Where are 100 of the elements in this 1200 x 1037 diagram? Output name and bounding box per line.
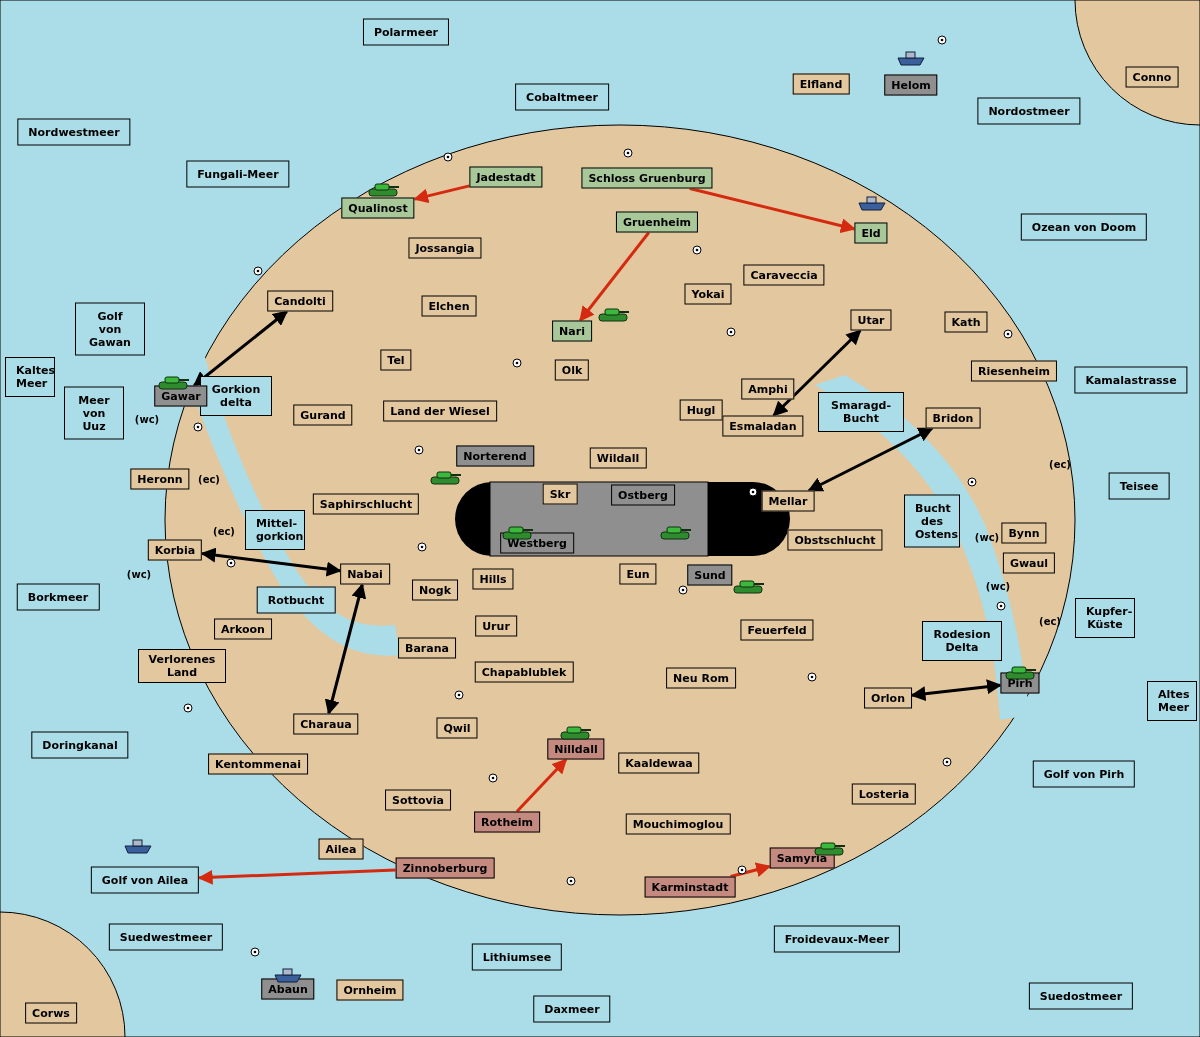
arrow xyxy=(193,310,288,387)
land-region: Esmaladan xyxy=(722,415,804,437)
coast-label: (ec) xyxy=(198,473,220,485)
arrow xyxy=(200,547,342,577)
land-region: Sottovia xyxy=(385,789,451,811)
sea-region: Kaltes Meer xyxy=(5,357,55,397)
coast-label: (wc) xyxy=(985,580,1011,592)
land-region: Jossangia xyxy=(408,237,482,259)
arrow xyxy=(515,758,568,813)
sea-region: Bucht des Ostens xyxy=(904,494,960,548)
land-region: Gruenheim xyxy=(615,211,699,233)
land-region: Hugl xyxy=(679,399,723,421)
land-region: Kath xyxy=(944,311,988,333)
land-region: Bridon xyxy=(925,407,981,429)
land-region: Losteria xyxy=(851,783,917,805)
land-region: Gwaul xyxy=(1002,552,1056,574)
land-region: Korbia xyxy=(147,539,203,561)
arrow xyxy=(689,187,856,233)
land-region: Ornheim xyxy=(336,979,404,1001)
sea-region: Fungali-Meer xyxy=(186,160,290,188)
land-region: Chapablublek xyxy=(474,661,574,683)
land-region: Qualinost xyxy=(341,197,415,219)
land-region: Riesenheim xyxy=(970,360,1058,382)
land-region: Qwil xyxy=(436,717,478,739)
land-region: Corws xyxy=(25,1002,77,1024)
sea-region: Suedostmeer xyxy=(1028,982,1134,1010)
sea-region: Mittel- gorkion xyxy=(245,510,305,550)
land-region: Candolti xyxy=(267,290,333,312)
land-region: Karminstadt xyxy=(644,876,736,898)
land-region: Caraveccia xyxy=(743,264,825,286)
arrow xyxy=(324,583,367,715)
land-region: Obstschlucht xyxy=(787,529,883,551)
land-region: Ailea xyxy=(318,838,364,860)
sea-region: Nordostmeer xyxy=(977,97,1081,125)
land-region: Charaua xyxy=(293,713,359,735)
coast-label: (ec) xyxy=(213,525,235,537)
land-region: Nogk xyxy=(412,579,458,601)
sea-region: Golf von Pirh xyxy=(1032,760,1136,788)
land-region: Land der Wiesel xyxy=(383,400,497,422)
sea-region: Borkmeer xyxy=(16,583,100,611)
land-region: Bynn xyxy=(1001,522,1047,544)
sea-region: Gorkion delta xyxy=(200,376,272,416)
sea-region: Froidevaux-Meer xyxy=(773,925,901,953)
arrow xyxy=(579,231,650,322)
land-region: Orlon xyxy=(864,687,912,709)
land-region: Olk xyxy=(554,359,590,381)
land-region: Skr xyxy=(542,483,578,505)
land-region: Mouchimoglou xyxy=(625,813,731,835)
sea-region: Doringkanal xyxy=(31,731,129,759)
land-region: Hills xyxy=(472,568,514,590)
sea-region: Polarmeer xyxy=(363,18,449,46)
sea-region: Teisee xyxy=(1108,472,1170,500)
land-region: Verlorenes Land xyxy=(138,649,226,683)
sea-region: Suedwestmeer xyxy=(108,923,224,951)
land-region: Kaaldewaa xyxy=(618,752,700,774)
sea-region: Meer von Uuz xyxy=(64,386,124,440)
land-region: Amphi xyxy=(741,378,795,400)
sea-region: Nordwestmeer xyxy=(17,118,131,146)
land-region: Ostberg xyxy=(611,484,675,506)
land-region: Schloss Gruenburg xyxy=(581,167,713,189)
land-region: Neu Rom xyxy=(666,667,736,689)
arrow xyxy=(910,679,1002,702)
sea-region: Rotbucht xyxy=(256,586,336,614)
land-region: Gurand xyxy=(293,404,353,426)
land-region: Urur xyxy=(475,615,517,637)
arrow xyxy=(807,427,934,492)
land-region: Eld xyxy=(854,222,888,244)
land-region: Yokai xyxy=(684,283,732,305)
land-region: Heronn xyxy=(130,468,190,490)
land-region: Utar xyxy=(850,309,892,331)
sea-region: Golf von Gawan xyxy=(75,302,145,356)
coast-label: (wc) xyxy=(126,568,152,580)
arrow xyxy=(413,184,470,204)
land-region: Elfland xyxy=(792,73,850,95)
sea-region: Daxmeer xyxy=(533,995,611,1023)
arrow xyxy=(197,868,396,885)
sea-region: Altes Meer xyxy=(1147,681,1197,721)
land-region: Sund xyxy=(687,564,733,586)
sea-region: Ozean von Doom xyxy=(1020,213,1148,241)
sea-region: Kupfer- Küste xyxy=(1075,598,1135,638)
land-region: Nilldall xyxy=(547,738,605,760)
land-region: Helom xyxy=(884,74,938,96)
land-region: Conno xyxy=(1125,66,1179,88)
land-region: Zinnoberburg xyxy=(395,857,495,879)
land-region: Wildall xyxy=(589,447,647,469)
land-region: Rotheim xyxy=(474,811,540,833)
land-region: Nari xyxy=(552,320,592,342)
sea-region: Cobaltmeer xyxy=(515,83,609,111)
arrow xyxy=(772,329,862,417)
land-region: Feuerfeld xyxy=(740,619,814,641)
land-region: Elchen xyxy=(421,295,477,317)
land-region: Saphirschlucht xyxy=(312,493,420,515)
sea-region: Smaragd- Bucht xyxy=(818,392,904,432)
sea-region: Kamalastrasse xyxy=(1074,366,1188,394)
coast-label: (ec) xyxy=(1049,458,1071,470)
land-region: Kentommenai xyxy=(208,753,308,775)
land-region: Mellar xyxy=(761,490,815,512)
sea-region: Lithiumsee xyxy=(471,943,563,971)
land-region: Barana xyxy=(398,637,456,659)
coast-label: (wc) xyxy=(974,531,1000,543)
